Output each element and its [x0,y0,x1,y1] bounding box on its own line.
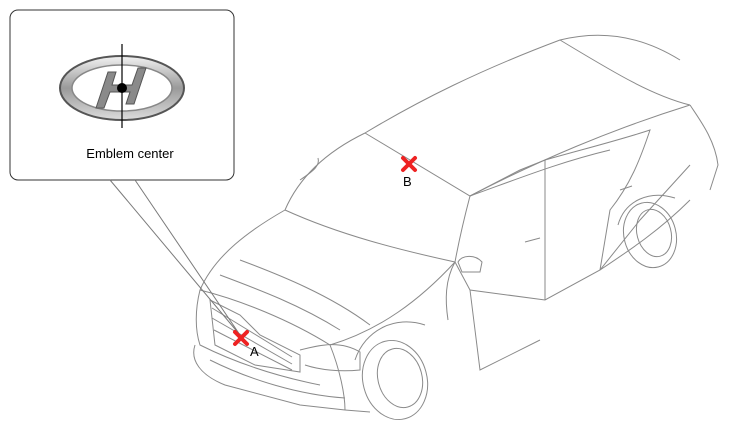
car-body-outline [193,34,719,421]
marker-label-a: A [250,344,259,359]
callout-caption: Emblem center [86,146,174,161]
callout-leader [109,179,241,336]
x-mark-icon [401,156,417,172]
hyundai-emblem-icon [59,44,185,128]
x-mark-icon [233,330,249,346]
marker-label-b: B [403,174,412,189]
